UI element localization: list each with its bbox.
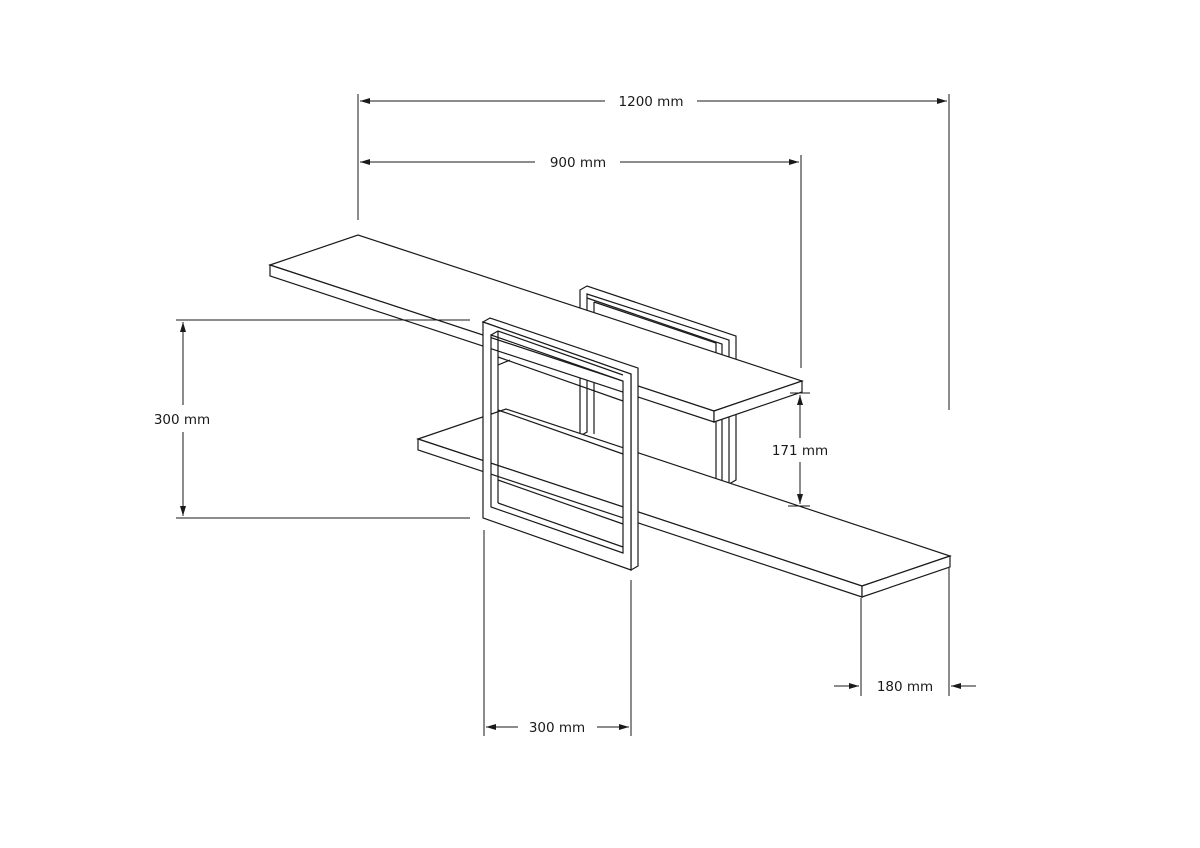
dimension-overall-width: 1200 mm bbox=[357, 94, 950, 410]
upper-shelf bbox=[268, 234, 804, 423]
dimension-depth: 180 mm bbox=[834, 568, 976, 696]
dimension-height: 300 mm bbox=[154, 319, 470, 519]
dimension-label: 171 mm bbox=[772, 443, 828, 459]
dimension-label: 180 mm bbox=[877, 679, 933, 695]
dimension-shelf-gap: 171 mm bbox=[772, 392, 828, 507]
dimension-frame-width: 300 mm bbox=[483, 530, 632, 736]
front-frame bbox=[481, 317, 639, 572]
dimension-label: 900 mm bbox=[550, 155, 606, 171]
dimension-label: 300 mm bbox=[529, 720, 585, 736]
lower-shelf bbox=[416, 408, 952, 598]
dimension-label: 300 mm bbox=[154, 412, 210, 428]
dimension-shelf-span: 900 mm bbox=[360, 155, 802, 368]
dimension-label: 1200 mm bbox=[619, 94, 684, 110]
